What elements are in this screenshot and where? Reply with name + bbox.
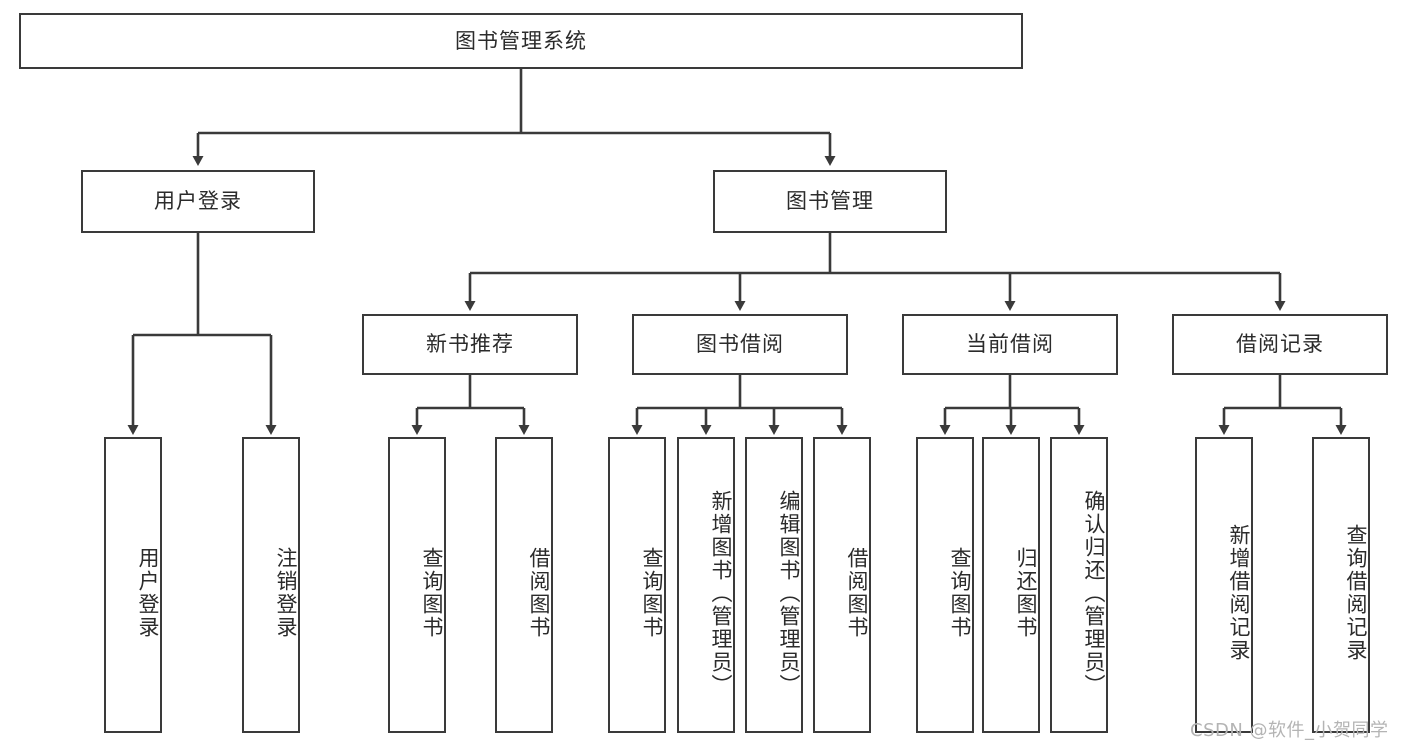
node-label: 图书管理系统	[455, 28, 587, 53]
leaf-current-borrow-confirm-return-admin[interactable]: 确认归还（管理员）	[1050, 437, 1108, 733]
node-label: 借阅记录	[1236, 332, 1324, 357]
node-label: 用户登录	[136, 547, 160, 639]
leaf-book-borrow-add-book-admin[interactable]: 新增图书（管理员）	[677, 437, 735, 733]
node-root-book-management-system[interactable]: 图书管理系统	[19, 13, 1023, 69]
leaf-book-borrow-query-book[interactable]: 查询图书	[608, 437, 666, 733]
node-label: 确认归还（管理员）	[1082, 489, 1106, 697]
node-label: 图书借阅	[696, 332, 784, 357]
leaf-new-book-borrow-book[interactable]: 借阅图书	[495, 437, 553, 733]
leaf-book-borrow-borrow-book[interactable]: 借阅图书	[813, 437, 871, 733]
node-label: 查询图书	[420, 547, 444, 639]
node-label: 借阅图书	[845, 547, 869, 639]
node-label: 编辑图书（管理员）	[777, 489, 801, 697]
node-label: 查询图书	[948, 547, 972, 639]
node-label: 新增借阅记录	[1227, 524, 1251, 662]
leaf-current-borrow-query-book[interactable]: 查询图书	[916, 437, 974, 733]
leaf-user-login-signin[interactable]: 用户登录	[104, 437, 162, 733]
leaf-new-book-query-book[interactable]: 查询图书	[388, 437, 446, 733]
node-borrow-record[interactable]: 借阅记录	[1172, 314, 1388, 375]
leaf-borrow-record-add-record[interactable]: 新增借阅记录	[1195, 437, 1253, 733]
node-label: 新书推荐	[426, 332, 514, 357]
node-label: 查询借阅记录	[1344, 524, 1368, 662]
node-label: 用户登录	[154, 189, 242, 214]
node-label: 归还图书	[1014, 547, 1038, 639]
node-book-management[interactable]: 图书管理	[713, 170, 947, 233]
leaf-user-login-signout[interactable]: 注销登录	[242, 437, 300, 733]
leaf-book-borrow-edit-book-admin[interactable]: 编辑图书（管理员）	[745, 437, 803, 733]
node-label: 当前借阅	[966, 332, 1054, 357]
node-label: 查询图书	[640, 547, 664, 639]
csdn-watermark: CSDN @软件_小贺同学	[1190, 720, 1389, 741]
node-new-book-recommend[interactable]: 新书推荐	[362, 314, 578, 375]
node-label: 图书管理	[786, 189, 874, 214]
node-label: 新增图书（管理员）	[709, 489, 733, 697]
leaf-borrow-record-query-record[interactable]: 查询借阅记录	[1312, 437, 1370, 733]
node-label: 借阅图书	[527, 547, 551, 639]
node-book-borrow[interactable]: 图书借阅	[632, 314, 848, 375]
leaf-current-borrow-return-book[interactable]: 归还图书	[982, 437, 1040, 733]
node-current-borrow[interactable]: 当前借阅	[902, 314, 1118, 375]
node-user-login[interactable]: 用户登录	[81, 170, 315, 233]
node-label: 注销登录	[274, 547, 298, 639]
